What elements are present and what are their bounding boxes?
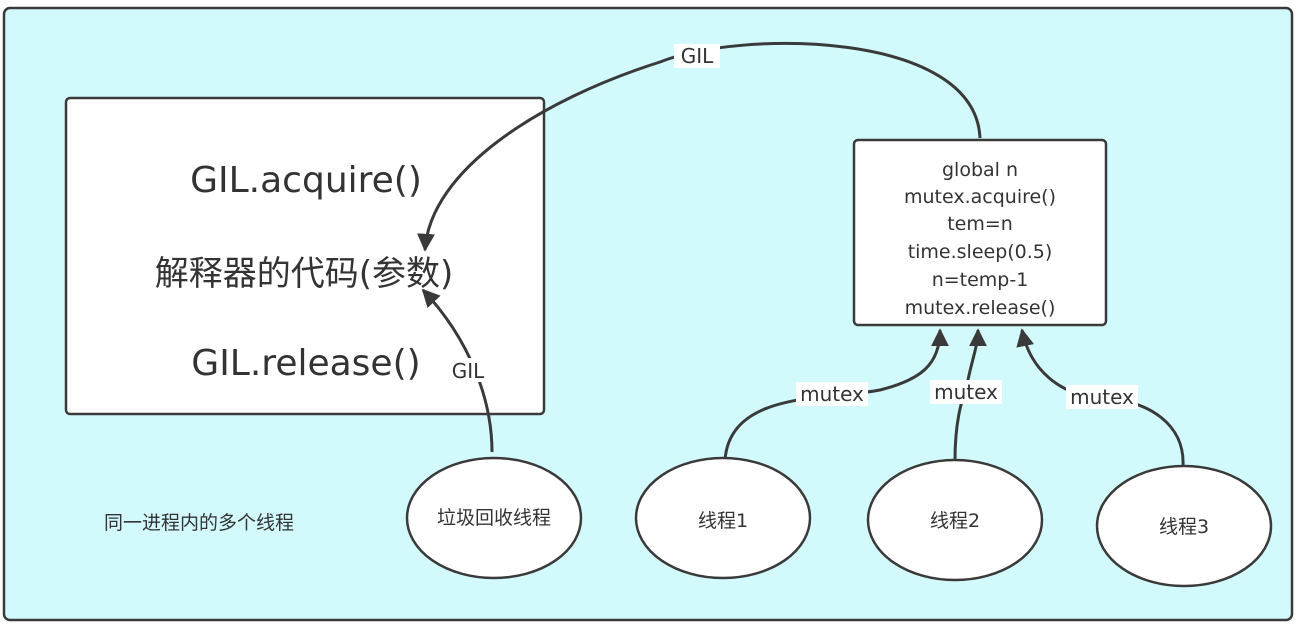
thread1-node [634,456,812,580]
mutex1-label-bg [796,382,868,406]
gil-acquire-text: GIL.acquire() [190,160,422,201]
code-line-6: mutex.release() [905,297,1056,319]
interpreter-code-text: 解释器的代码(参数) [155,254,454,294]
thread2-node [866,458,1044,582]
thread3-label: 线程3 [1159,516,1209,538]
gc-thread-node [405,456,583,580]
thread1-label: 线程1 [698,510,748,532]
gil-edge-top [417,41,982,252]
gil-top-label-bg [674,44,720,68]
mutex3-label: mutex [1070,385,1134,409]
code-line-4: time.sleep(0.5) [908,241,1053,263]
thread3-node [1095,464,1273,588]
code-line-2: mutex.acquire() [904,186,1056,208]
thread2-label: 线程2 [930,510,980,532]
gil-release-text: GIL.release() [191,343,420,384]
mutex2-label-bg [930,380,1002,404]
mutex1-label: mutex [800,382,864,406]
code-line-1: global n [942,159,1018,181]
mutex-edge-1 [723,328,949,461]
mutex2-label: mutex [934,380,998,404]
thread-code-box [852,138,1108,327]
process-label: 同一进程内的多个线程 [104,512,294,534]
code-line-3: tem=n [947,213,1013,235]
gil-gc-label: GIL [452,359,485,383]
interpreter-box [64,96,546,416]
code-line-5: n=temp-1 [932,269,1029,291]
gil-gc-label-bg [445,358,491,382]
gil-top-label: GIL [681,44,714,68]
gc-thread-label: 垃圾回收线程 [437,507,551,529]
mutex3-label-bg [1066,385,1138,409]
